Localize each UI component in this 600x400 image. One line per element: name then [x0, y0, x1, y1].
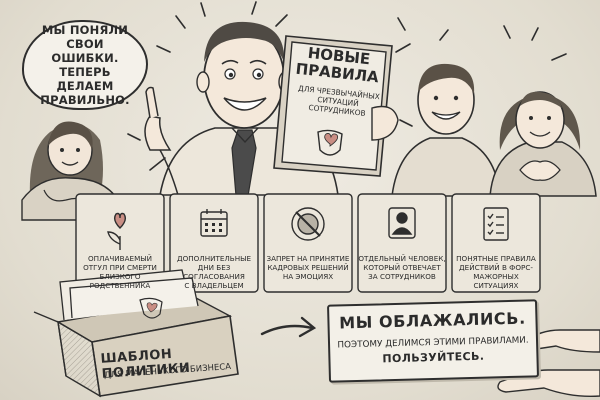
benefit-label-line: ОТГУЛ ПРИ СМЕРТИ: [83, 263, 157, 272]
benefit-label-line: ДНИ БЕЗ СОГЛАСОВАНИЯ: [183, 263, 245, 281]
benefit-card: [169, 193, 259, 293]
benefit-card: [451, 193, 541, 293]
benefit-label-line: С ВЛАДЕЛЬЦЕМ: [184, 281, 244, 290]
hands-right: [497, 329, 600, 398]
benefit-label-line: НА ЭМОЦИЯХ: [282, 272, 334, 281]
benefit-label-line: ОТДЕЛЬНЫЙ ЧЕЛОВЕК,: [358, 254, 446, 263]
benefit-label-line: МАЖОРНЫХ СИТУАЦИЯХ: [473, 272, 519, 290]
no-angry-face-icon: [291, 207, 325, 241]
speech-bubble-text: МЫ ПОНЯЛИ СВОИ ОШИБКИ. ТЕПЕРЬ ДЕЛАЕМ ПРА…: [24, 23, 146, 107]
speech-line: МЫ ПОНЯЛИ: [41, 23, 129, 37]
benefit-label-bereavement-leave: ОПЛАЧИВАЕМЫЙ ОТГУЛ ПРИ СМЕРТИ БЛИЗКОГО Р…: [78, 254, 162, 290]
benefit-label-line: ДОПОЛНИТЕЛЬНЫЕ: [176, 254, 252, 263]
benefit-label-line: КОТОРЫЙ ОТВЕЧАЕТ: [363, 263, 441, 272]
benefit-label-line: ОПЛАЧИВАЕМЫЙ: [88, 254, 152, 263]
sign-line-2: ПОЛЬЗУЙТЕСЬ.: [382, 349, 485, 366]
benefit-label-line: ПОНЯТНЫЕ ПРАВИЛА: [456, 254, 536, 263]
checklist-icon: [483, 207, 509, 241]
calendar-icon: [200, 209, 228, 237]
benefit-label-line: ДЕЙСТВИЙ В ФОРС-: [459, 263, 533, 272]
flower-heart-icon: [107, 212, 127, 250]
benefit-label-extra-days: ДОПОЛНИТЕЛЬНЫЕ ДНИ БЕЗ СОГЛАСОВАНИЯ С ВЛ…: [168, 254, 260, 290]
person-icon: [388, 207, 416, 239]
benefit-label-line: КАДРОВЫХ РЕШЕНИЙ: [267, 263, 349, 272]
arrow-icon: [260, 316, 317, 338]
woman-right: [489, 91, 597, 197]
man-right: [391, 63, 501, 197]
sign-heading: МЫ ОБЛАЖАЛИСЬ.: [338, 308, 526, 333]
benefit-label-line: ЗА СОТРУДНИКОВ: [368, 272, 436, 281]
speech-bubble: МЫ ПОНЯЛИ СВОИ ОШИБКИ. ТЕПЕРЬ ДЕЛАЕМ ПРА…: [22, 20, 148, 110]
benefit-label-force-majeure-rules: ПОНЯТНЫЕ ПРАВИЛА ДЕЙСТВИЙ В ФОРС- МАЖОРН…: [452, 254, 540, 290]
benefit-label-responsible-person: ОТДЕЛЬНЫЙ ЧЕЛОВЕК, КОТОРЫЙ ОТВЕЧАЕТ ЗА С…: [358, 254, 446, 281]
rules-book: [273, 35, 399, 177]
benefit-card: [263, 193, 353, 293]
speech-line: ПРАВИЛЬНО.: [40, 93, 130, 107]
benefit-label-no-emotional-decisions: ЗАПРЕТ НА ПРИНЯТИЕ КАДРОВЫХ РЕШЕНИЙ НА Э…: [264, 254, 352, 281]
benefit-label-line: БЛИЗКОГО: [99, 272, 141, 281]
speech-line: ТЕПЕРЬ ДЕЛАЕМ: [56, 65, 114, 93]
template-box: [33, 269, 239, 398]
benefit-label-line: РОДСТВЕННИКА: [89, 281, 151, 290]
speech-line: СВОИ ОШИБКИ.: [51, 37, 119, 65]
benefit-card: [357, 193, 447, 293]
apology-sign: МЫ ОБЛАЖАЛИСЬ. ПОЭТОМУ ДЕЛИМСЯ ЭТИМИ ПРА…: [327, 299, 539, 383]
benefit-label-line: ЗАПРЕТ НА ПРИНЯТИЕ: [266, 254, 350, 263]
